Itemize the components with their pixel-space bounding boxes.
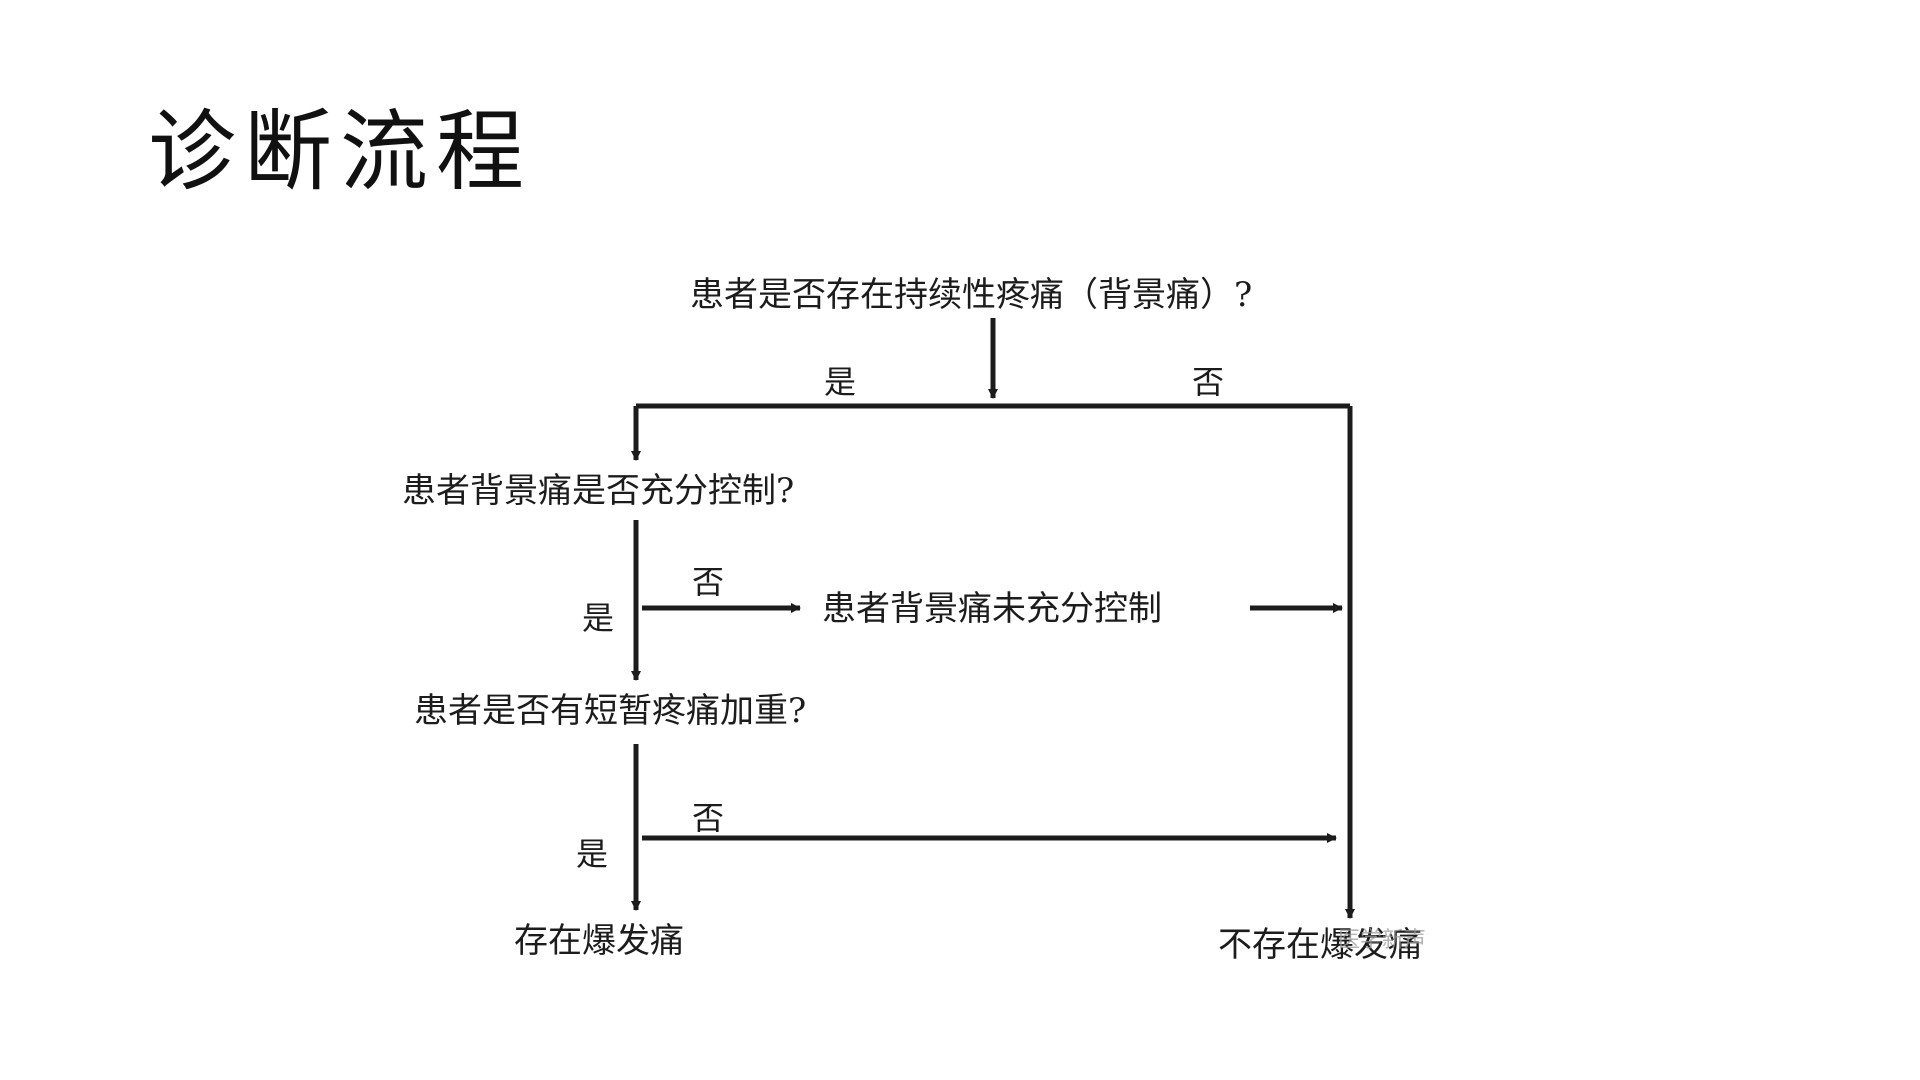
page-title: 诊断流程 [148,100,533,203]
label-q2-yes: 是 [582,599,615,637]
watermark: 医学新声 [1338,928,1427,953]
question-transient-pain-flare: 患者是否有短暂疼痛加重? [414,691,807,731]
label-q1-yes: 是 [824,363,857,401]
question-persistent-pain: 患者是否存在持续性疼痛（背景痛）? [690,275,1253,315]
question-background-pain-controlled: 患者背景痛是否充分控制? [402,471,795,511]
label-q3-no: 否 [692,799,725,837]
node-background-pain-uncontrolled: 患者背景痛未充分控制 [822,589,1162,629]
label-q2-no: 否 [692,563,725,601]
label-q3-yes: 是 [576,835,609,873]
result-breakthrough-pain-absent: 不存在爆发痛 [1218,925,1422,965]
label-q1-no: 否 [1192,363,1225,401]
result-breakthrough-pain-present: 存在爆发痛 [514,921,684,961]
